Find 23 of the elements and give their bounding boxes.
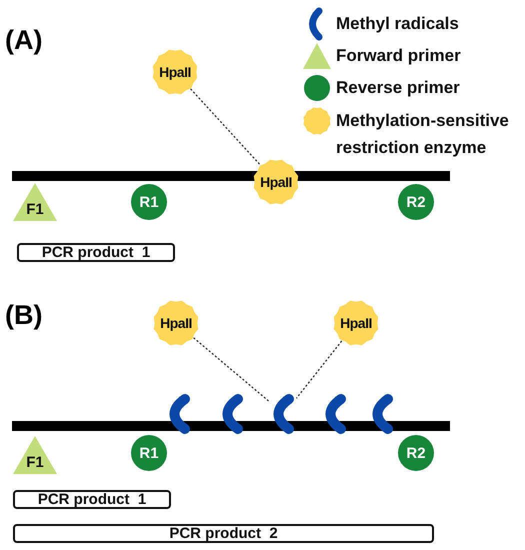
legend-text: Forward primer	[336, 45, 462, 67]
enzyme-node: HpaII	[153, 300, 199, 346]
enzyme-node: HpaII	[333, 300, 379, 346]
legend-text: Methylation-sensitive restriction enzyme	[336, 110, 510, 159]
primer-circle: R1	[131, 435, 167, 471]
primer-triangle: F1	[13, 436, 57, 474]
leader-line	[193, 337, 270, 402]
enzyme-node: HpaII	[152, 49, 198, 95]
primer-circle: R2	[398, 435, 434, 471]
enzyme-node: HpaII	[253, 159, 299, 205]
leader-line	[296, 340, 342, 399]
primer-triangle: F1	[13, 183, 57, 221]
panel-label: (B)	[5, 300, 42, 331]
product-bar: PCR product 1	[13, 490, 171, 509]
primer-circle: R1	[131, 184, 167, 220]
product-bar: PCR product 2	[13, 524, 434, 543]
panel-label: (A)	[5, 25, 42, 56]
leader-line	[190, 88, 261, 166]
legend-text: Reverse primer	[336, 77, 461, 99]
primer-circle: R2	[398, 184, 434, 220]
crescent-icon	[272, 394, 296, 434]
legend-text: Methyl radicals	[336, 13, 460, 35]
product-bar: PCR product 1	[17, 243, 175, 262]
